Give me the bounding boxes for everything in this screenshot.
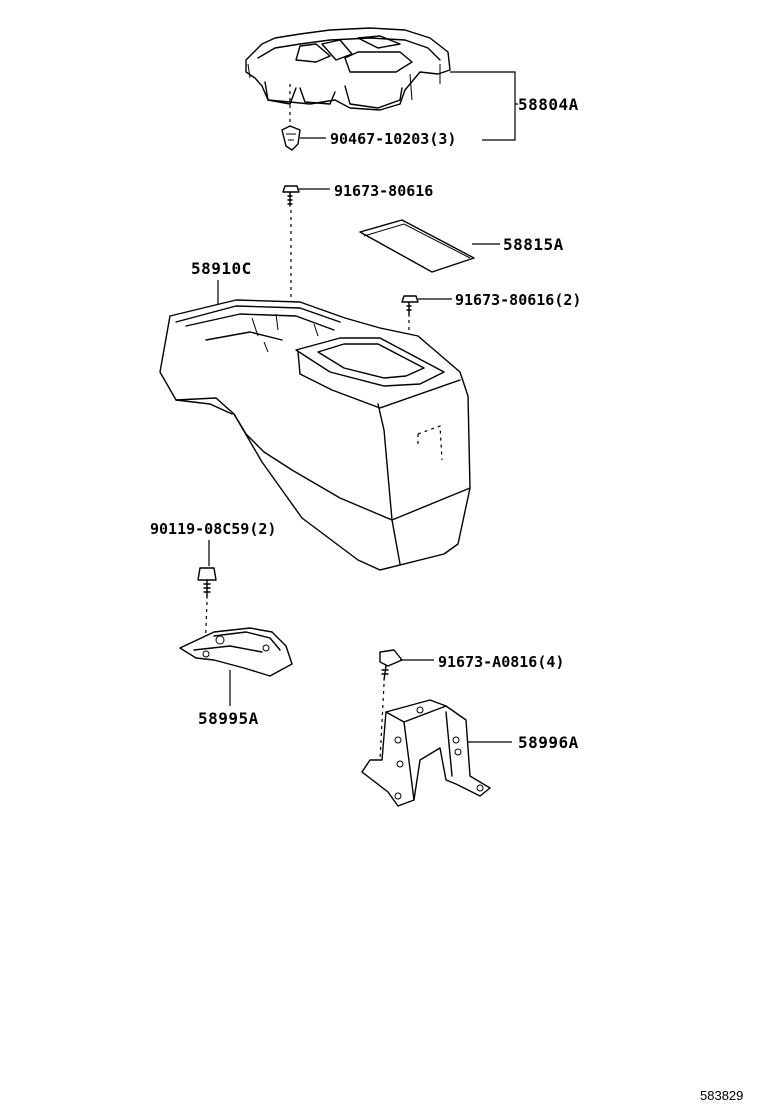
front-bolt-guide-line bbox=[204, 601, 208, 653]
screw-box-drawing[interactable] bbox=[401, 295, 419, 317]
label-58995A: 58995A bbox=[198, 709, 259, 728]
label-58996A: 58996A bbox=[518, 733, 579, 752]
front-bolt-drawing[interactable] bbox=[197, 567, 217, 599]
label-91673-80616: 91673-80616 bbox=[334, 182, 433, 200]
front-bracket-drawing[interactable] bbox=[179, 627, 293, 677]
rear-bracket-drawing[interactable] bbox=[361, 699, 491, 807]
reference-id: 583829 bbox=[700, 1088, 743, 1103]
label-58815A: 58815A bbox=[503, 235, 564, 254]
label-90119-08C59: 90119-08C59(2) bbox=[150, 520, 276, 538]
rear-screw-drawing[interactable] bbox=[379, 649, 403, 681]
label-90467-10203: 90467-10203(3) bbox=[330, 130, 456, 148]
label-91673-A0816: 91673-A0816(4) bbox=[438, 653, 564, 671]
cup-holder-panel-drawing[interactable] bbox=[245, 27, 451, 111]
label-58804A: 58804A bbox=[518, 95, 579, 114]
console-box-drawing[interactable] bbox=[159, 299, 471, 571]
lid-pad-drawing[interactable] bbox=[359, 219, 475, 273]
rear-screw-guide-line bbox=[379, 683, 385, 761]
leader-58804A bbox=[450, 71, 518, 141]
screw-top-drawing[interactable] bbox=[282, 185, 300, 207]
label-58910C: 58910C bbox=[191, 259, 252, 278]
label-91673-80616-2: 91673-80616(2) bbox=[455, 291, 581, 309]
clip-drawing[interactable] bbox=[281, 125, 301, 151]
